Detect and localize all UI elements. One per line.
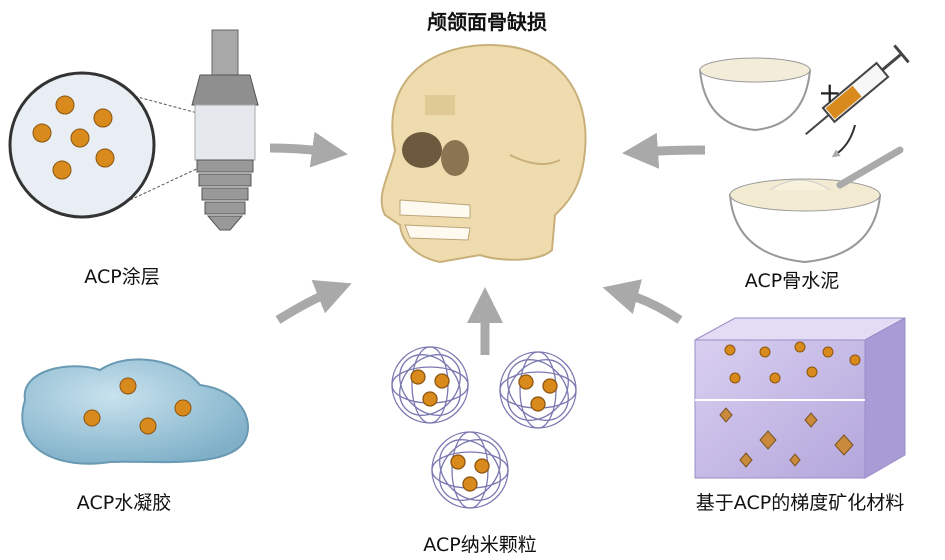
arrow-cement: [622, 132, 706, 169]
title: 颅颌面骨缺损: [427, 10, 547, 34]
hydrogel-illustration: [21, 358, 249, 465]
arrow-coating: [269, 131, 348, 168]
arrow-hydrogel: [275, 279, 352, 324]
skull-illustration: [380, 43, 587, 264]
label-acp-nanoparticles: ACP纳米颗粒: [423, 534, 537, 556]
coating-magnified-circle: [8, 71, 206, 219]
arrow-gradient: [602, 279, 683, 324]
label-gradient-material: 基于ACP的梯度矿化材料: [695, 492, 905, 514]
label-acp-hydrogel: ACP水凝胶: [76, 492, 172, 514]
label-acp-bone-cement: ACP骨水泥: [744, 270, 840, 292]
dental-implant: [191, 29, 259, 231]
arrows: [269, 131, 706, 355]
bone-cement-illustration: [698, 44, 910, 264]
plus-sign: +: [818, 76, 841, 109]
gradient-mineralized-block: [694, 317, 906, 479]
syringe-icon: [805, 44, 910, 135]
nanoparticles-illustration: [391, 346, 577, 509]
label-acp-coating: ACP涂层: [84, 266, 160, 288]
